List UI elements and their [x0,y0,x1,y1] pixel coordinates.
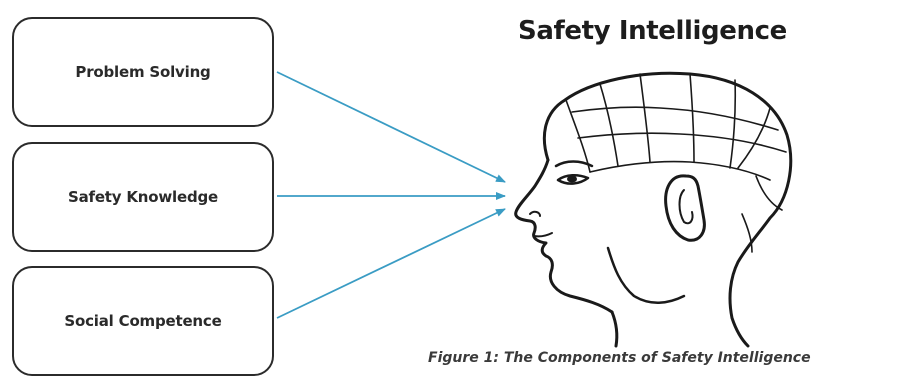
arrow-social-competence [277,209,505,318]
phrenology-head-icon [516,73,791,346]
figure-caption: Figure 1: The Components of Safety Intel… [428,350,890,366]
arrow-problem-solving [277,72,505,182]
connector-arrows [277,72,505,318]
